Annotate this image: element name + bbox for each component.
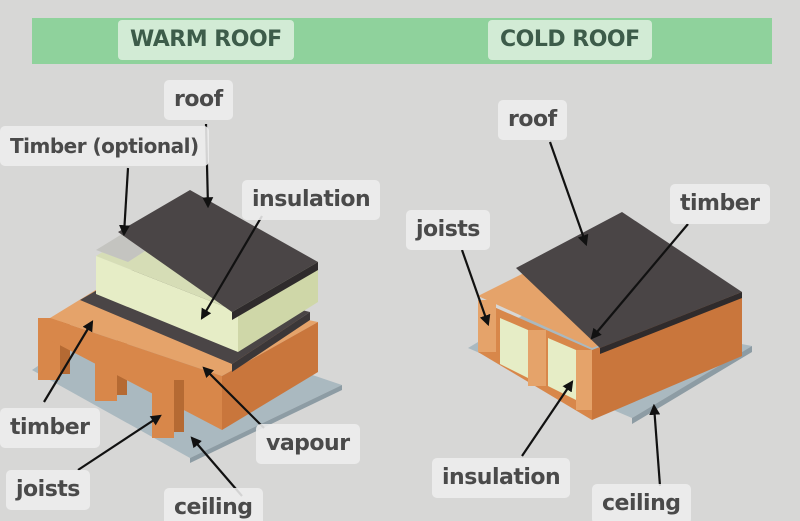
- cold-ceiling-pointer: [649, 403, 662, 487]
- warm-timber-pointer: [43, 320, 94, 403]
- cold-roof-pointer: [548, 141, 589, 247]
- warm-roof-diagram: [32, 190, 342, 463]
- warm-leader-lines: [43, 123, 265, 497]
- cold-roof-title: COLD ROOF: [488, 20, 652, 60]
- cold-timber-pointer: [590, 223, 689, 340]
- warm-joist-front: [152, 386, 174, 438]
- warm-label-vapour: vapour: [256, 424, 360, 464]
- warm-label-insulation: insulation: [242, 180, 381, 220]
- warm-roof-title: WARM ROOF: [118, 20, 294, 60]
- warm-label-timber-optional: Timber (optional): [0, 126, 209, 166]
- cold-roof-membrane: [516, 212, 742, 348]
- cold-leader-lines: [460, 141, 689, 487]
- cold-joist: [478, 300, 496, 352]
- warm-label-joists: joists: [6, 470, 90, 510]
- warm-vapour-pointer: [202, 366, 265, 429]
- warm-label-roof: roof: [164, 80, 233, 120]
- cold-roof-diagram: [468, 212, 752, 424]
- warm-timber-optional-pointer: [119, 167, 131, 237]
- cold-label-joists: joists: [406, 210, 490, 250]
- cold-insulation-pointer: [521, 380, 574, 457]
- warm-joists-pointer: [77, 414, 162, 471]
- cold-label-ceiling: ceiling: [592, 484, 691, 521]
- cold-label-roof: roof: [498, 100, 567, 140]
- cold-label-insulation: insulation: [432, 458, 571, 498]
- cold-joists-pointer: [460, 249, 491, 327]
- warm-insulation-pointer: [200, 215, 263, 320]
- warm-label-timber: timber: [0, 408, 100, 448]
- cold-insulation-cavity: [500, 318, 528, 378]
- warm-ceiling-pointer: [190, 436, 243, 497]
- warm-roof-membrane: [118, 190, 318, 312]
- warm-label-ceiling: ceiling: [164, 488, 263, 521]
- cold-label-timber: timber: [670, 184, 770, 224]
